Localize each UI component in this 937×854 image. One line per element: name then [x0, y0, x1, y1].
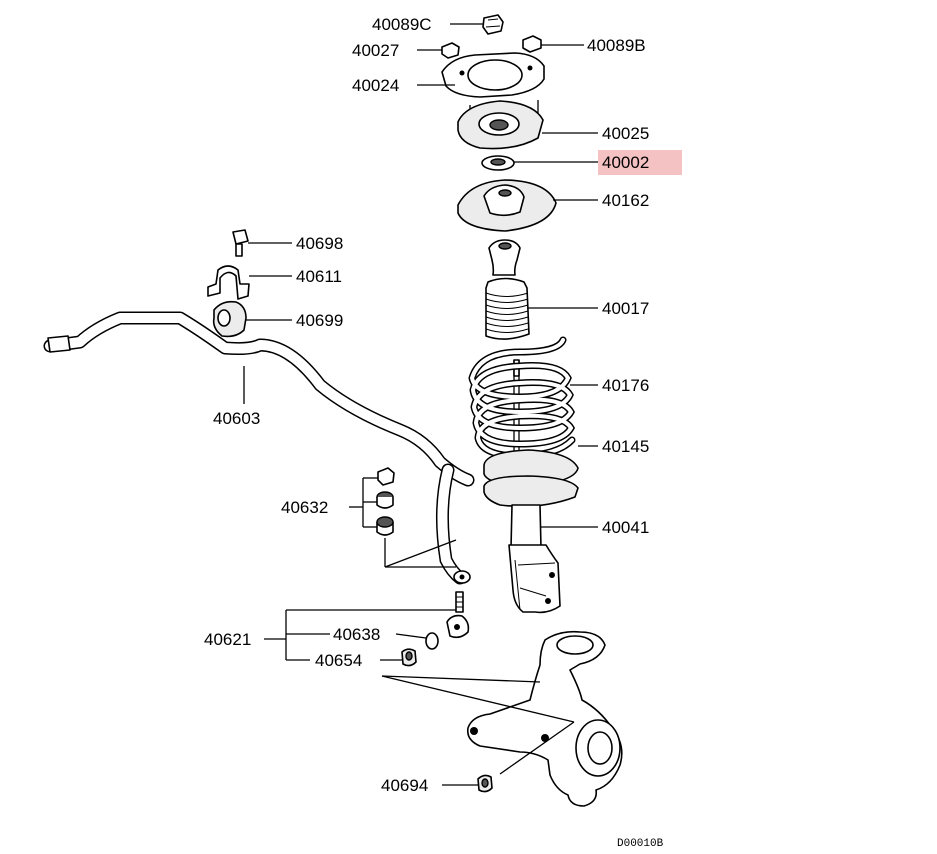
- label-40654: 40654: [315, 651, 362, 670]
- snap-ring-40638-part[interactable]: [425, 632, 439, 650]
- label-40162: 40162: [602, 191, 649, 210]
- label-40024: 40024: [352, 76, 399, 95]
- spring-seat-40162-part[interactable]: [457, 179, 557, 232]
- label-40698: 40698: [296, 234, 343, 253]
- label-40145: 40145: [602, 437, 649, 456]
- stabilizer-link-40621-part[interactable]: [446, 591, 470, 639]
- label-40621: 40621: [204, 630, 251, 649]
- label-40041: 40041: [602, 518, 649, 537]
- nut-40089C-part[interactable]: [482, 14, 504, 35]
- nut-40654-part[interactable]: [401, 648, 417, 667]
- bushing-40699-part[interactable]: [212, 300, 247, 338]
- label-40027: 40027: [352, 41, 399, 60]
- label-40694: 40694: [381, 776, 428, 795]
- stabilizer-bar-40603-part[interactable]: [43, 311, 475, 585]
- dust-boot-40017-part[interactable]: [485, 239, 530, 340]
- nut-40632-part[interactable]: [377, 467, 395, 486]
- nut-40089B-part[interactable]: [522, 35, 542, 53]
- bushing-upper-40632-part[interactable]: [376, 491, 394, 509]
- label-40632: 40632: [281, 498, 328, 517]
- mount-plate-40024-part[interactable]: [441, 52, 545, 98]
- nut-40694-part[interactable]: [477, 774, 493, 793]
- label-40025: 40025: [602, 124, 649, 143]
- leader-lines: [243, 23, 598, 786]
- nut-40027-part[interactable]: [441, 42, 460, 59]
- label-40699: 40699: [296, 311, 343, 330]
- part-labels: 40089C 40027 40089B 40024 40025 40002 40…: [204, 15, 664, 850]
- label-40017: 40017: [602, 299, 649, 318]
- label-40002: 40002: [602, 153, 649, 172]
- label-40089B: 40089B: [587, 36, 646, 55]
- label-40603: 40603: [213, 409, 260, 428]
- strut-assembly-40041-part[interactable]: [508, 504, 561, 614]
- highlight-box-40002: [598, 150, 682, 175]
- label-40638: 40638: [333, 625, 380, 644]
- bushing-lower-40632-part[interactable]: [376, 516, 394, 536]
- bracket-40611-part[interactable]: [207, 265, 250, 300]
- bearing-40002-part[interactable]: [481, 155, 515, 171]
- diagram-code: D00010B: [617, 838, 664, 850]
- knuckle-part[interactable]: [466, 630, 623, 807]
- lower-spring-seat-40145-part[interactable]: [483, 449, 579, 508]
- strut-mount-40025-part[interactable]: [457, 100, 544, 150]
- label-40176: 40176: [602, 376, 649, 395]
- label-40611: 40611: [296, 267, 342, 286]
- bolt-40698-part[interactable]: [232, 229, 249, 257]
- label-40089C: 40089C: [372, 15, 432, 34]
